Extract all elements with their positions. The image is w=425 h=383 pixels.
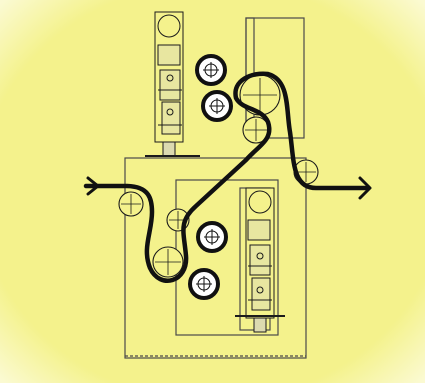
lower-actuator-block-2 [249,244,271,276]
drive-roller-lower-2 [188,268,220,300]
lower-actuator-bolt-2 [256,286,264,294]
upper-actuator-block-1 [157,44,181,66]
entry-arrow-icon [86,176,100,196]
drive-rollers [188,54,233,300]
upper-actuator-bolt-2 [166,108,174,116]
lower-actuator-assembly [235,187,285,333]
exit-arrow-icon [358,176,372,200]
upper-actuator-assembly [145,11,200,157]
lower-actuator-block-3 [251,277,271,311]
upper-actuator-foot [162,141,176,157]
lower-actuator-block-1 [247,219,271,241]
drive-roller-upper-2 [201,90,233,122]
upper-actuator-block-3 [161,101,181,135]
upper-actuator-top-wheel [157,14,181,38]
flow-arrows [86,176,372,200]
web-path [83,71,369,283]
drive-roller-lower-1 [196,221,228,253]
upper-actuator-block-2 [159,69,181,101]
drive-roller-upper-1 [195,54,227,86]
lower-actuator-top-wheel [248,190,272,214]
upper-actuator-bolt-1 [166,74,174,82]
roller-crosshairs [121,78,316,275]
lower-actuator-bolt-1 [256,252,264,260]
lower-housing [124,157,307,359]
lower-actuator-foot [253,317,267,333]
